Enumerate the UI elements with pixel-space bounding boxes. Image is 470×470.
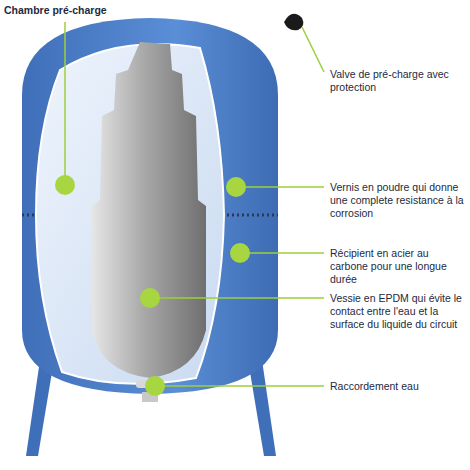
part-label: Raccordement eau bbox=[330, 380, 466, 393]
tank-body bbox=[22, 18, 278, 394]
part-label: Chambre pré-charge bbox=[4, 4, 164, 17]
leader-lines bbox=[65, 22, 324, 386]
leg bbox=[248, 360, 276, 456]
valve bbox=[284, 14, 303, 31]
part-label: Récipient en acier au carbone pour une l… bbox=[330, 247, 466, 286]
bladder bbox=[92, 42, 206, 378]
part-label: Vessie en EPDM qui évite le contact entr… bbox=[330, 292, 466, 331]
part-label: Valve de pré-charge avec protection bbox=[330, 68, 466, 94]
callout-dots bbox=[55, 175, 250, 396]
part-label: Vernis en poudre qui donne une complete … bbox=[330, 181, 466, 220]
